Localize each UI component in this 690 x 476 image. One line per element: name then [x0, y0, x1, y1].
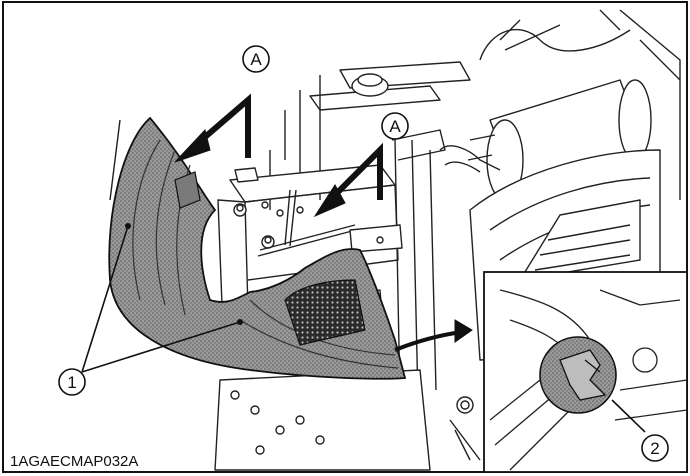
svg-text:1: 1 [67, 373, 76, 392]
svg-text:A: A [389, 117, 401, 136]
figure-code: 1AGAECMAP032A [10, 453, 138, 470]
front-grille-cover [108, 116, 407, 380]
arrow-a-right [322, 142, 383, 208]
arrow-a-left [188, 93, 251, 158]
callout-a-right: A [381, 112, 409, 140]
removal-arrows [174, 93, 473, 352]
cover-mesh [284, 279, 366, 346]
callout-a-left: A [242, 45, 270, 73]
detail-inset: 2 [483, 271, 688, 473]
callout-one: 1 [58, 223, 243, 396]
svg-text:A: A [250, 50, 262, 69]
svg-text:2: 2 [650, 439, 659, 458]
